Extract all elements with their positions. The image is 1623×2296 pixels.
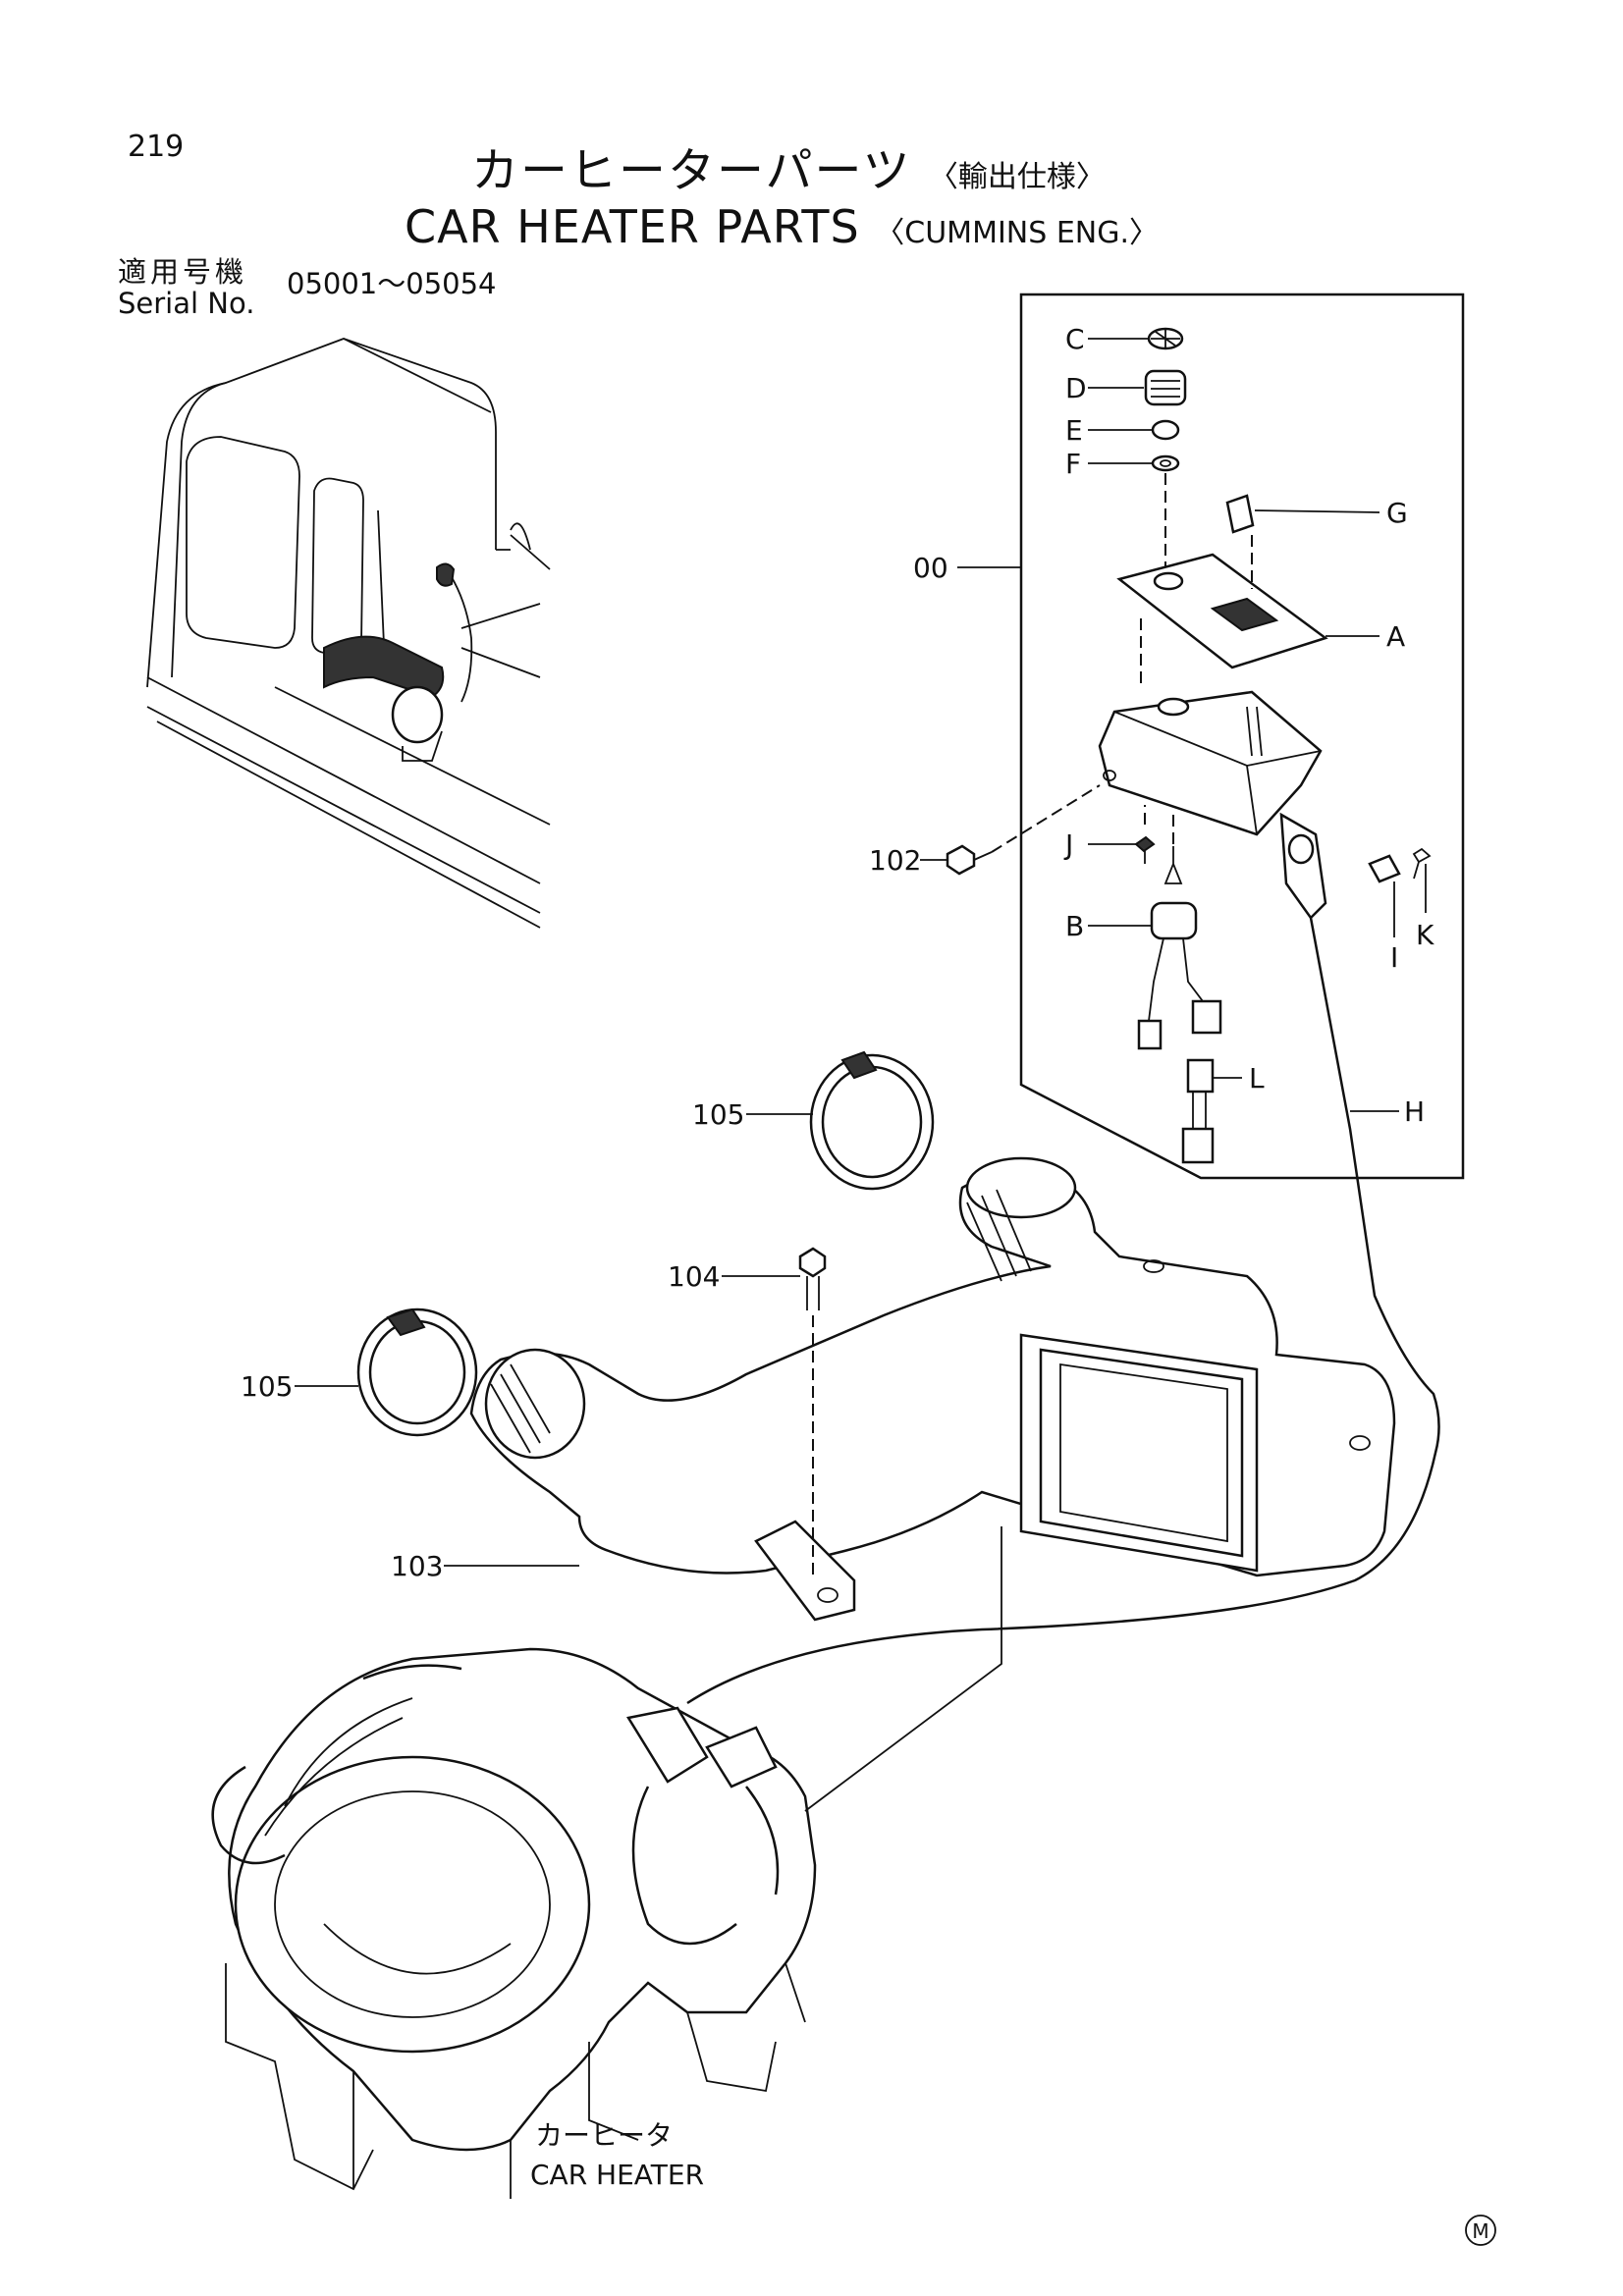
heater-duct-link-line xyxy=(804,1526,1002,1812)
car-heater-unit xyxy=(211,1647,817,2199)
title-japanese: カーヒーターパーツ 〈輸出仕様〉 xyxy=(471,147,1106,194)
leader-lines xyxy=(295,338,1427,1567)
callout-102: 102 xyxy=(869,844,921,877)
callout-104: 104 xyxy=(668,1260,720,1293)
callout-i: I xyxy=(1390,941,1398,974)
car-heater-label-english: CAR HEATER xyxy=(530,2159,704,2191)
callout-j: J xyxy=(1063,828,1073,861)
callout-labels: C D E F G A 00 102 J B I K L H 105 104 1… xyxy=(241,323,1434,1582)
callout-c: C xyxy=(1065,323,1085,355)
air-duct xyxy=(469,1156,1396,1622)
hose-clamp-lower xyxy=(356,1308,478,1437)
page-number: 219 xyxy=(128,130,185,164)
title-english: CAR HEATER PARTS 〈CUMMINS ENG.〉 xyxy=(405,204,1159,249)
car-heater-label-japanese: カーヒータ xyxy=(535,2119,673,2152)
title-english-qualifier: 〈CUMMINS ENG.〉 xyxy=(875,216,1160,250)
callout-g: G xyxy=(1386,497,1408,529)
callout-00: 00 xyxy=(913,552,948,584)
title-japanese-qualifier: 〈輸出仕様〉 xyxy=(928,160,1106,194)
callout-b: B xyxy=(1065,910,1084,942)
hose-clamp-upper xyxy=(809,1050,935,1191)
cab-illustration xyxy=(146,338,551,929)
title-japanese-text: カーヒーターパーツ xyxy=(471,143,912,198)
control-panel-box xyxy=(1019,293,1465,1180)
callout-k: K xyxy=(1416,919,1434,951)
serial-label-english: Serial No. xyxy=(118,287,255,320)
callout-a: A xyxy=(1386,620,1405,653)
circled-mark-letter: M xyxy=(1472,2219,1488,2243)
control-panel-parts xyxy=(686,327,1440,1705)
callout-103: 103 xyxy=(391,1550,443,1582)
title-english-text: CAR HEATER PARTS xyxy=(405,200,860,253)
circled-mark xyxy=(1465,2215,1496,2246)
callout-105-upper: 105 xyxy=(692,1098,744,1131)
callout-e: E xyxy=(1065,414,1083,447)
callout-f: F xyxy=(1065,448,1081,480)
callout-105-lower: 105 xyxy=(241,1370,293,1403)
callout-l: L xyxy=(1249,1062,1265,1095)
callout-h: H xyxy=(1404,1095,1425,1128)
serial-label-japanese: 適用号機 xyxy=(118,255,248,289)
callout-d: D xyxy=(1065,372,1087,404)
serial-range: 05001～05054 xyxy=(287,267,497,300)
